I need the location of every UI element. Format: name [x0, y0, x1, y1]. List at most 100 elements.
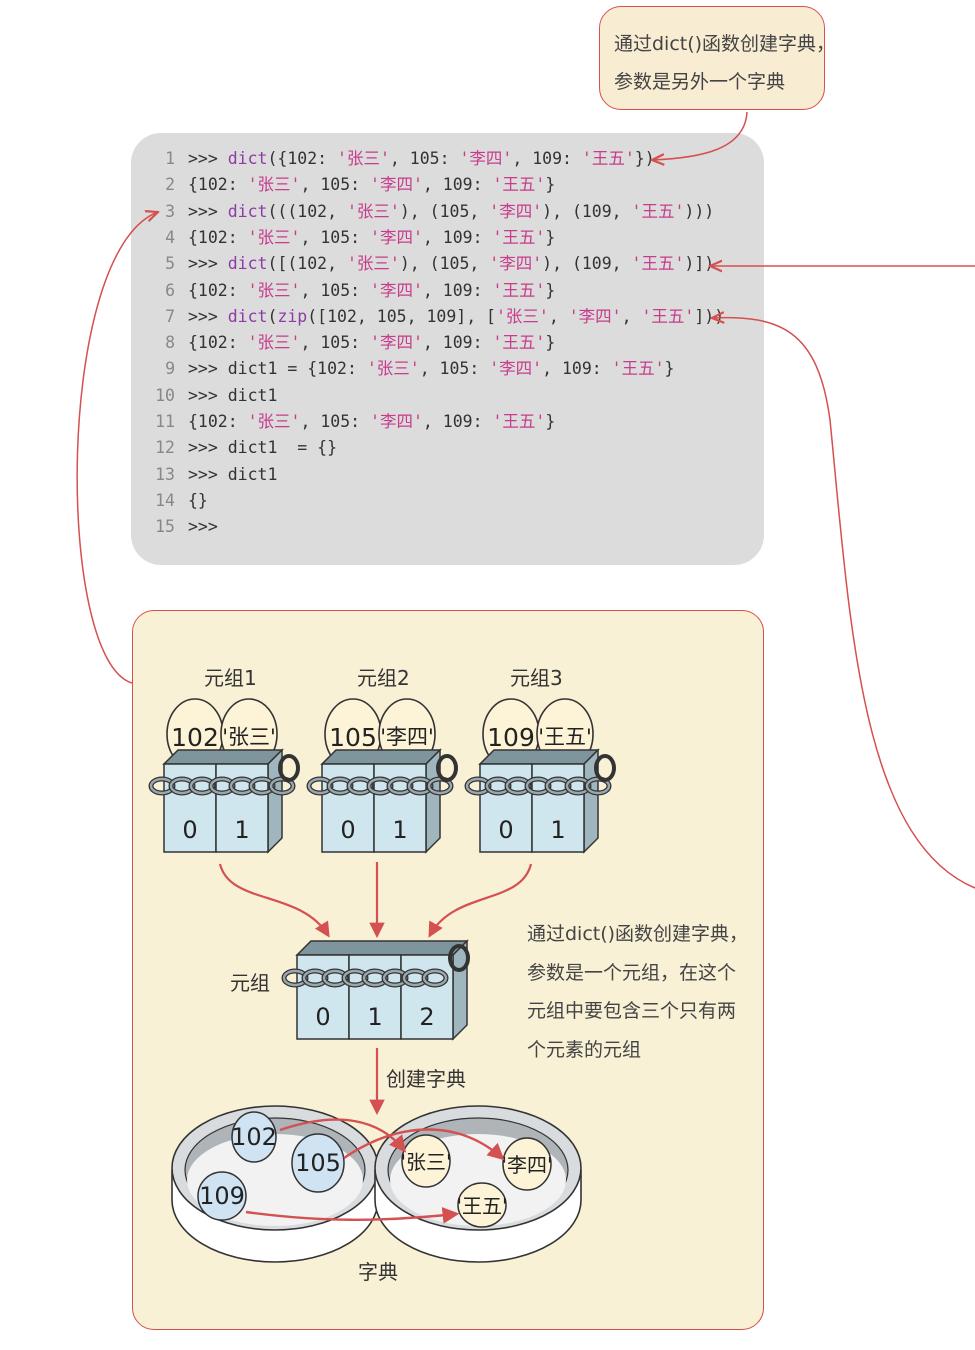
tuple-key: 105 — [329, 723, 377, 752]
code-keyword: dict — [227, 149, 268, 168]
chain-link-icon — [594, 754, 616, 782]
code-text: , 109: — [422, 227, 493, 247]
code-text: ([(102, — [267, 254, 347, 274]
line-number: 15 — [155, 517, 175, 537]
code-text: } — [545, 175, 556, 195]
chain-link-icon — [448, 944, 470, 972]
diagram-note: 通过dict()函数创建字典， 参数是一个元组，在这个 元组中要包含三个只有两 … — [527, 915, 748, 1069]
chain-link-icon — [585, 777, 611, 795]
code-text: , 105: — [389, 149, 460, 168]
line-number: 7 — [165, 306, 175, 326]
code-text: {102: — [188, 227, 248, 247]
code-keyword: zip — [277, 306, 308, 326]
dict-value-egg — [502, 1137, 552, 1191]
code-keyword: dict — [227, 201, 268, 221]
diagram-note-line-3: 元组中要包含三个只有两 — [527, 1000, 737, 1022]
line-number: 13 — [155, 464, 175, 484]
code-string: '李四' — [568, 306, 622, 326]
code-string: '张三' — [346, 254, 400, 274]
tuple-value: '王五' — [538, 725, 592, 749]
code-string: '李四' — [489, 201, 543, 221]
code-string: '李四' — [370, 175, 423, 195]
code-line: 3>>> dict(((102, '张三'), (105, '李四'), (10… — [131, 199, 714, 225]
index-label: 0 — [182, 816, 197, 844]
code-string: '张三' — [247, 333, 301, 353]
dict-key: 102 — [231, 1123, 277, 1151]
code-string: '王五' — [631, 201, 685, 221]
code-text: , 109: — [422, 175, 493, 195]
connector-diagram-to-line3 — [76, 212, 158, 684]
line-number: 10 — [155, 385, 175, 405]
diagram-note-line-2: 参数是一个元组，在这个 — [527, 961, 737, 984]
code-string: '王五' — [581, 149, 635, 168]
code-string: '张三' — [337, 149, 390, 168]
tuple-value: '李四' — [380, 725, 434, 749]
mapping-arrow — [279, 1118, 407, 1153]
index-label: 1 — [234, 816, 249, 844]
dict-value: '张三' — [401, 1150, 452, 1174]
code-text: , 105: — [419, 359, 490, 379]
create-dict-label: 创建字典 — [386, 1067, 466, 1091]
code-text: >>> dict1 = {102: — [188, 359, 367, 379]
code-text: , 109: — [422, 412, 493, 431]
tuple-label-1: 元组1 — [204, 666, 257, 690]
code-line: 2{102: '张三', 105: '李四', 109: '王五'} — [131, 172, 555, 198]
top-callout-line-2: 参数是另外一个字典 — [614, 71, 786, 93]
code-text: {102: — [188, 412, 248, 431]
code-string: '张三' — [247, 412, 301, 431]
code-text: , 109: — [542, 359, 612, 379]
code-text: ))) — [684, 201, 715, 221]
code-text: , — [621, 306, 642, 326]
code-text: , 105: — [300, 227, 371, 247]
code-string: '张三' — [247, 175, 301, 195]
line-number: 12 — [155, 438, 175, 458]
code-text: >>> — [188, 517, 218, 537]
index-label: 0 — [498, 816, 513, 844]
code-string: '王五' — [492, 333, 546, 353]
code-line: 9>>> dict1 = {102: '张三', 105: '李四', 109:… — [131, 356, 674, 382]
code-string: '张三' — [346, 201, 400, 221]
code-string: '王五' — [492, 280, 546, 300]
line-number: 14 — [155, 490, 175, 510]
code-text: , 105: — [300, 333, 371, 353]
code-text: ), (105, — [399, 254, 490, 274]
connector-to-line7 — [712, 318, 975, 889]
dict-key-ball — [197, 1171, 247, 1221]
flow-arrow-1 — [218, 863, 330, 938]
dict-value-egg — [401, 1134, 451, 1188]
dict-key: 105 — [295, 1149, 341, 1177]
code-text: >>> dict1 = {} — [188, 438, 338, 458]
dict-key-ball — [231, 1111, 277, 1163]
tuple-cell — [296, 954, 350, 1040]
code-text: ([102, 105, 109], [ — [307, 306, 496, 326]
code-text: } — [545, 280, 556, 300]
outer-tuple-label: 元组 — [230, 971, 270, 995]
diagram-note-line-4: 个元素的元组 — [527, 1038, 642, 1061]
code-keyword: dict — [227, 306, 268, 326]
code-line: 4{102: '张三', 105: '李四', 109: '王五'} — [131, 225, 555, 251]
code-string: '王五' — [641, 306, 695, 326]
dict-value: '李四' — [502, 1153, 553, 1177]
tuple-cell — [400, 954, 454, 1040]
connector-callout-to-line1 — [652, 111, 748, 160]
code-text: , 105: — [300, 280, 371, 300]
code-keyword: dict — [227, 254, 268, 274]
code-text: , — [548, 306, 569, 326]
code-string: '李四' — [370, 227, 423, 247]
code-text: >>> — [188, 306, 228, 326]
code-string: '李四' — [370, 280, 423, 300]
code-string: '王五' — [631, 254, 685, 274]
chain-link-icon — [436, 754, 458, 782]
index-label: 1 — [392, 816, 407, 844]
code-text: , 109: — [512, 149, 582, 168]
code-string: '李四' — [370, 412, 423, 431]
code-text: )]) — [684, 254, 715, 274]
code-text: } — [664, 359, 675, 379]
code-text: ({102: — [267, 149, 338, 168]
code-line: 8{102: '张三', 105: '李四', 109: '王五'} — [131, 330, 555, 356]
code-line: 11{102: '张三', 105: '李四', 109: '王五'} — [131, 409, 555, 435]
code-text: , 109: — [422, 280, 493, 300]
code-line: 14{} — [131, 488, 208, 514]
top-callout: 通过dict()函数创建字典， 参数是另外一个字典 — [599, 6, 835, 110]
